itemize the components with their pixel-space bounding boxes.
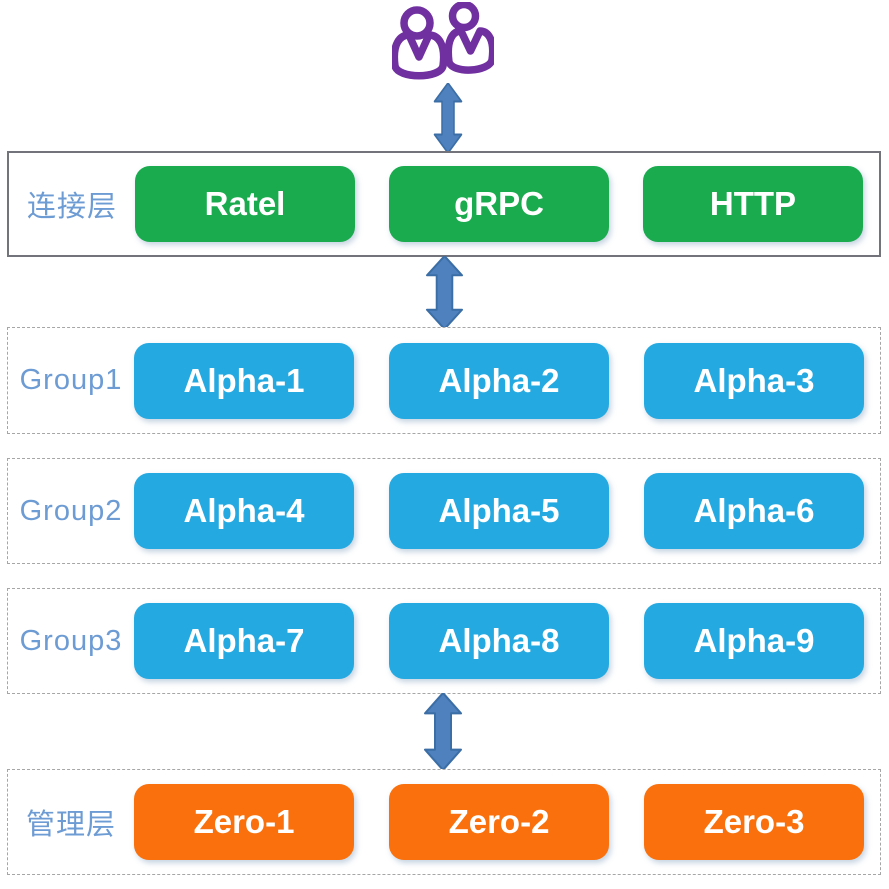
node-ratel: Ratel: [135, 166, 355, 242]
node-grpc: gRPC: [389, 166, 609, 242]
group3-label: Group3: [19, 624, 123, 657]
node-alpha-9: Alpha-9: [644, 603, 864, 679]
node-alpha-6: Alpha-6: [644, 473, 864, 549]
management-layer-label: 管理层: [25, 809, 116, 841]
users-icon: [392, 2, 494, 80]
node-alpha-2: Alpha-2: [389, 342, 609, 419]
arrow-users-connection-icon: [433, 83, 463, 153]
node-http: HTTP: [643, 166, 863, 242]
node-alpha-4: Alpha-4: [134, 473, 354, 549]
connection-layer-label: 连接层: [26, 191, 117, 223]
node-alpha-7: Alpha-7: [134, 603, 354, 679]
group1-label: Group1: [19, 364, 123, 396]
node-zero-1: Zero-1: [134, 784, 354, 860]
node-zero-3: Zero-3: [644, 784, 864, 860]
group3-nodes: Alpha-7 Alpha-8 Alpha-9: [134, 603, 864, 679]
node-zero-2: Zero-2: [389, 784, 609, 860]
layer-management: 管理层 Zero-1 Zero-2 Zero-3: [7, 769, 881, 875]
node-alpha-8: Alpha-8: [389, 603, 609, 679]
connection-nodes: Ratel gRPC HTTP: [135, 166, 863, 242]
layer-connection: 连接层 Ratel gRPC HTTP: [7, 151, 881, 257]
node-alpha-1: Alpha-1: [134, 342, 354, 419]
arrow-connection-groups-icon: [425, 256, 464, 329]
layer-group3: Group3 Alpha-7 Alpha-8 Alpha-9: [7, 588, 881, 694]
management-nodes: Zero-1 Zero-2 Zero-3: [134, 784, 864, 860]
group2-nodes: Alpha-4 Alpha-5 Alpha-6: [134, 473, 864, 549]
group2-label: Group2: [19, 494, 123, 527]
layer-group2: Group2 Alpha-4 Alpha-5 Alpha-6: [7, 458, 881, 564]
node-alpha-3: Alpha-3: [644, 342, 864, 419]
node-alpha-5: Alpha-5: [389, 473, 609, 549]
layer-group1: Group1 Alpha-1 Alpha-2 Alpha-3: [7, 327, 881, 434]
group1-nodes: Alpha-1 Alpha-2 Alpha-3: [134, 342, 864, 419]
arrow-groups-management-icon: [424, 693, 462, 770]
